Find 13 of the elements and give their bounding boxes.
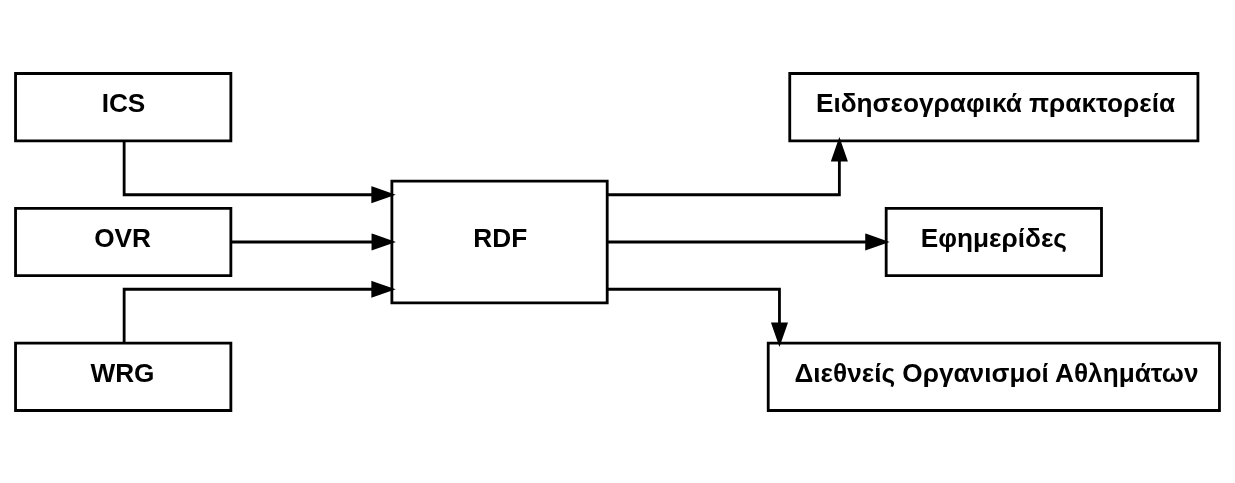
node-box: RDF (390, 179, 609, 304)
node-box: Ειδησεογραφικά πρακτορεία (788, 71, 1200, 142)
node-box: WRG (14, 341, 233, 412)
arrow (122, 280, 396, 343)
node-box: ICS (14, 71, 233, 142)
arrow (122, 140, 396, 203)
node-box: Εφημερίδες (884, 206, 1103, 277)
node-box: Διεθνείς Οργανισμοί Αθλημάτων (766, 341, 1221, 412)
arrow (231, 232, 396, 251)
arrow (607, 287, 788, 347)
node-box: OVR (14, 206, 233, 277)
arrow (607, 232, 890, 251)
arrow (607, 136, 848, 196)
